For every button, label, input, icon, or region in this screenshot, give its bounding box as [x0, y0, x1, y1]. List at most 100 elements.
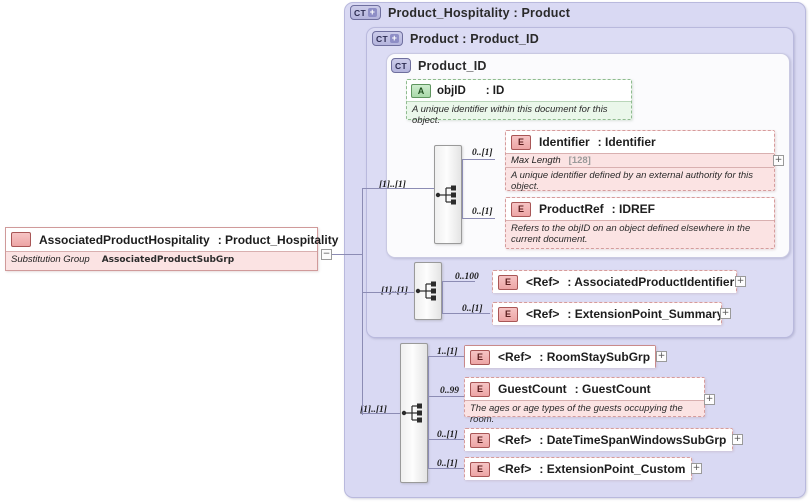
element-name: ProductRef: [539, 202, 604, 216]
connector-line: [428, 396, 464, 397]
expand-toggle-associated-product-identifier[interactable]: +: [735, 276, 746, 287]
compositor-3-cardinality: [1]..[1]: [360, 405, 387, 415]
expand-toggle-identifier[interactable]: +: [773, 155, 784, 166]
plus-glyph: +: [774, 155, 783, 165]
facet-value: [128]: [568, 155, 591, 166]
connector-line: [428, 356, 464, 357]
element-description: Refers to the objID on an object defined…: [511, 223, 751, 246]
element-node-room-stay-subgrp[interactable]: E <Ref> : RoomStaySubGrp: [464, 345, 656, 368]
minus-glyph: −: [322, 249, 331, 259]
container-title: Product : Product_ID: [409, 31, 539, 46]
room-stay-subgrp-cardinality: 1..[1]: [437, 347, 458, 357]
element-name: <Ref>: [498, 433, 532, 447]
connector-line: [428, 439, 464, 440]
compositor-2-cardinality: [1]..[1]: [381, 286, 408, 296]
element-node-associated-product-identifier[interactable]: E <Ref> : AssociatedProductIdentifier: [492, 270, 737, 293]
element-icon: [11, 232, 31, 247]
attribute-description: A unique identifier within this document…: [412, 104, 608, 126]
element-facet: Max Length [128]: [506, 154, 774, 168]
element-node-product-ref[interactable]: E ProductRef : IDREF Refers to the objID…: [505, 197, 775, 249]
container-title: Product_ID: [417, 58, 487, 73]
sequence-compositor-2[interactable]: [414, 262, 442, 320]
element-node-extension-point-custom[interactable]: E <Ref> : ExtensionPoint_Custom: [464, 457, 692, 480]
element-type: : ExtensionPoint_Summary: [567, 307, 724, 321]
expand-toggle-room-stay-subgrp[interactable]: +: [656, 351, 667, 362]
sequence-compositor-1[interactable]: [434, 145, 462, 244]
attribute-type: : ID: [485, 84, 505, 97]
attribute-node-objid[interactable]: A objID : ID A unique identifier within …: [406, 79, 632, 126]
badge-label: CT: [354, 7, 366, 18]
complex-type-expand-icon[interactable]: CT +: [372, 31, 403, 46]
sequence-icon: [415, 281, 436, 301]
attribute-icon: A: [411, 83, 431, 98]
element-node-date-time-span-windows-subgrp[interactable]: E <Ref> : DateTimeSpanWindowsSubGrp: [464, 428, 733, 451]
date-time-span-windows-cardinality: 0..[1]: [437, 430, 458, 440]
plus-glyph: +: [736, 276, 745, 286]
sequence-icon: [401, 403, 422, 423]
connector-line: [442, 313, 490, 314]
complex-type-icon[interactable]: CT: [391, 58, 411, 73]
facet-key: Max Length: [511, 155, 561, 166]
element-icon: E: [511, 201, 531, 217]
compositor-1-cardinality: [1]..[1]: [379, 180, 406, 190]
element-icon: E: [470, 349, 490, 365]
root-element-type: : Product_Hospitality: [217, 232, 339, 247]
plus-glyph: +: [367, 7, 377, 17]
expand-toggle-guest-count[interactable]: +: [704, 394, 715, 405]
extension-point-summary-cardinality: 0..[1]: [462, 304, 483, 314]
element-type: : ExtensionPoint_Custom: [539, 462, 686, 476]
attribute-header: A objID : ID: [407, 80, 631, 102]
element-header: E <Ref> : RoomStaySubGrp: [465, 346, 655, 368]
connector-line: [428, 356, 429, 468]
container-title: Product_Hospitality : Product: [387, 5, 571, 20]
expand-toggle-extension-point-summary[interactable]: +: [720, 308, 731, 319]
identifier-cardinality: 0..[1]: [472, 148, 493, 158]
element-name: Identifier: [539, 135, 590, 149]
element-description: A unique identifier defined by an extern…: [511, 170, 754, 193]
connector-line: [362, 188, 434, 189]
sequence-compositor-3[interactable]: [400, 343, 428, 483]
complex-type-expand-icon[interactable]: CT +: [350, 5, 381, 20]
element-header: E <Ref> : DateTimeSpanWindowsSubGrp: [465, 429, 732, 451]
connector-line: [462, 159, 495, 160]
substitution-group-value: AssociatedProductSubGrp: [101, 254, 235, 265]
root-element-name: AssociatedProductHospitality: [39, 232, 210, 247]
plus-glyph: +: [733, 434, 742, 444]
connector-line: [462, 218, 495, 219]
element-node-extension-point-summary[interactable]: E <Ref> : ExtensionPoint_Summary: [492, 302, 724, 325]
product-ref-cardinality: 0..[1]: [472, 207, 493, 217]
element-type: : IDREF: [611, 202, 656, 216]
expand-toggle-date-time-span-windows-subgrp[interactable]: +: [732, 434, 743, 445]
element-icon: E: [470, 461, 490, 477]
element-icon: E: [470, 381, 490, 397]
substitution-group-row: Substitution Group AssociatedProductSubG…: [6, 252, 317, 267]
element-header: E <Ref> : AssociatedProductIdentifier: [493, 271, 736, 293]
root-element-associated-product-hospitality[interactable]: AssociatedProductHospitality : Product_H…: [5, 227, 338, 271]
expand-toggle-extension-point-custom[interactable]: +: [691, 463, 702, 474]
element-node-guest-count[interactable]: E GuestCount : GuestCount The ages or ag…: [464, 377, 705, 425]
element-header: E Identifier : Identifier: [506, 131, 774, 154]
element-node-identifier[interactable]: E Identifier : Identifier Max Length [12…: [505, 130, 775, 192]
element-type: : AssociatedProductIdentifier: [567, 275, 735, 289]
element-header: E ProductRef : IDREF: [506, 198, 774, 221]
connector-line: [322, 254, 362, 255]
attribute-name: objID: [437, 84, 466, 97]
connector-line: [462, 188, 463, 219]
sequence-icon: [435, 185, 456, 204]
element-header: E <Ref> : ExtensionPoint_Summary: [493, 303, 724, 325]
plus-glyph: +: [692, 463, 701, 473]
element-type: : Identifier: [597, 135, 656, 149]
root-element-header: AssociatedProductHospitality : Product_H…: [6, 228, 338, 252]
badge-label: CT: [395, 60, 407, 71]
element-name: GuestCount: [498, 382, 567, 396]
element-name: <Ref>: [526, 275, 560, 289]
collapse-toggle-root-element[interactable]: −: [321, 249, 332, 260]
element-icon: E: [498, 274, 518, 290]
substitution-group-label: Substitution Group: [11, 254, 90, 265]
badge-label: CT: [376, 33, 388, 44]
associated-product-identifier-cardinality: 0..100: [455, 272, 479, 282]
container-product-id-header: CT Product_ID: [391, 58, 487, 73]
element-icon: E: [511, 134, 531, 150]
connector-line: [362, 413, 400, 414]
element-name: <Ref>: [498, 462, 532, 476]
